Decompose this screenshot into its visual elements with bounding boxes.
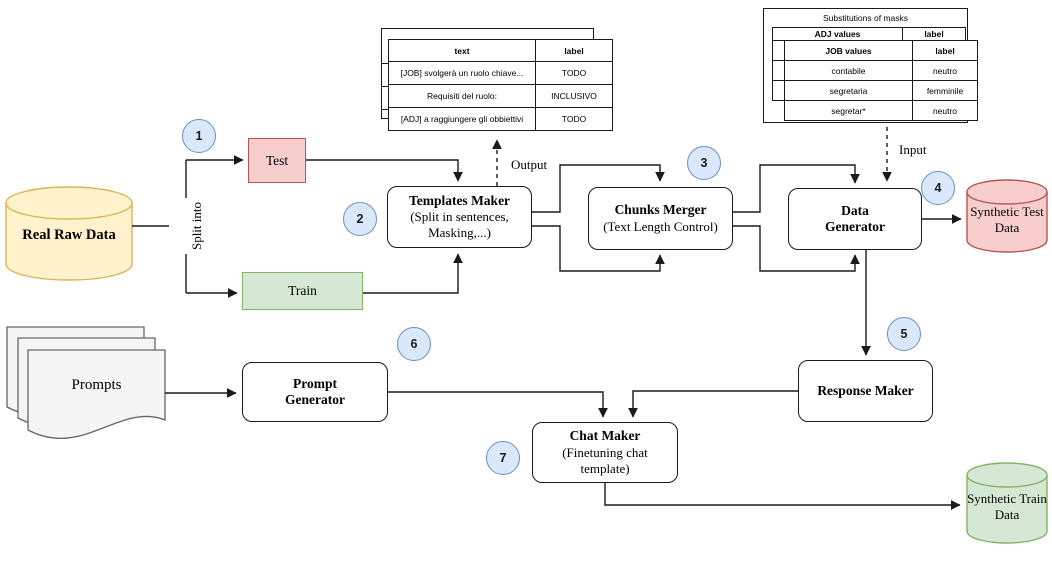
templates-preview-table: text label [JOB] svolgerà un ruolo chiav… xyxy=(388,39,613,131)
col-header-label: label xyxy=(902,27,966,41)
node-response-maker: Response Maker xyxy=(798,360,933,422)
node-subtitle: (Text Length Control) xyxy=(603,218,718,234)
node-title: Chunks Merger xyxy=(614,202,707,218)
step-circle-1: 1 xyxy=(182,119,216,153)
cell-label: TODO xyxy=(535,61,613,85)
substitutions-table: JOB values label contabile neutro segret… xyxy=(784,40,978,121)
substitutions-title: Substitutions of masks xyxy=(822,13,909,23)
node-title: Prompt Generator xyxy=(285,375,345,407)
prompts-label: Prompts xyxy=(71,376,122,393)
step-number: 5 xyxy=(900,327,908,341)
cell-text: [JOB] svolgerà un ruolo chiave... xyxy=(388,61,536,85)
cell-job: segretaria xyxy=(784,80,913,101)
node-test: Test xyxy=(248,138,306,183)
synthetic-train-data-cylinder-icon xyxy=(966,462,1048,544)
step-number: 1 xyxy=(195,129,203,143)
cell-label: TODO xyxy=(535,107,613,131)
cell-label: femminile xyxy=(912,80,978,101)
node-train-label: Train xyxy=(288,283,317,298)
split-into-edge-label: Split into xyxy=(169,198,225,254)
node-train: Train xyxy=(242,272,363,310)
step-circle-3: 3 xyxy=(687,146,721,180)
real-raw-data-cylinder-icon xyxy=(5,186,133,281)
node-title: Response Maker xyxy=(817,382,914,398)
edge-promptgen-chatmaker xyxy=(388,391,608,418)
node-subtitle: (Split in sentences, Masking,...) xyxy=(410,209,509,241)
edge-chunks-datagen-bottom xyxy=(733,225,860,272)
table-row: contabile neutro xyxy=(784,60,978,81)
node-templates-maker: Templates Maker (Split in sentences, Mas… xyxy=(387,186,532,248)
edge-chatmaker-synthtrain xyxy=(604,483,961,510)
table-row: [JOB] svolgerà un ruolo chiave... TODO xyxy=(388,61,613,85)
table-row: segretaria femminile xyxy=(784,80,978,101)
node-title: Data Generator xyxy=(825,202,885,234)
edge-templates-chunks-bottom xyxy=(532,225,665,272)
node-title: Chat Maker xyxy=(569,428,641,444)
step-number: 6 xyxy=(410,337,418,351)
col-header-text: text xyxy=(388,39,536,62)
step-circle-5: 5 xyxy=(887,317,921,351)
step-circle-4: 4 xyxy=(921,171,955,205)
node-chat-maker: Chat Maker (Finetuning chat template) xyxy=(532,422,678,483)
edge-test-templatesmaker xyxy=(306,159,463,182)
col-header-label: label xyxy=(912,40,978,61)
node-test-label: Test xyxy=(265,152,289,168)
cell-label: INCLUSIVO xyxy=(535,84,613,108)
output-edge-label: Output xyxy=(509,157,550,173)
connectors xyxy=(132,155,962,510)
node-data-generator: Data Generator xyxy=(788,188,922,250)
synthetic-train-data-label: Synthetic Train Data xyxy=(967,490,1047,522)
step-number: 2 xyxy=(356,212,364,226)
dashed-connectors xyxy=(492,127,892,186)
col-header-job-values: JOB values xyxy=(784,40,913,61)
node-chunks-merger: Chunks Merger (Text Length Control) xyxy=(588,187,733,250)
cell-text: Requisiti del ruolo: xyxy=(388,84,536,108)
col-header-label: label xyxy=(535,39,613,62)
cell-label: neutro xyxy=(912,100,978,121)
cell-text: [ADJ] a raggiungere gli obbiettivi xyxy=(388,107,536,131)
table-row: Requisiti del ruolo: INCLUSIVO xyxy=(388,84,613,108)
table-row: segretar* neutro xyxy=(784,100,978,121)
node-prompt-generator: Prompt Generator xyxy=(242,362,388,422)
synthetic-test-data-cylinder-icon xyxy=(966,179,1048,253)
input-edge-label: Input xyxy=(897,142,929,158)
edge-chunks-datagen-top xyxy=(733,164,860,213)
node-subtitle: (Finetuning chat template) xyxy=(562,444,648,476)
edge-templates-chunks-top xyxy=(532,164,665,213)
edge-responsemaker-chatmaker xyxy=(628,390,798,418)
edge-train-templatesmaker xyxy=(363,253,463,294)
real-raw-data-label: Real Raw Data xyxy=(22,227,116,244)
node-title: Templates Maker xyxy=(408,192,511,208)
cell-job: segretar* xyxy=(784,100,913,121)
step-number: 4 xyxy=(934,181,942,195)
col-header-adj-values: ADJ values xyxy=(772,27,903,41)
step-number: 7 xyxy=(499,451,507,465)
step-circle-2: 2 xyxy=(343,202,377,236)
cell-job: contabile xyxy=(784,60,913,81)
synthetic-test-data-label: Synthetic Test Data xyxy=(970,203,1044,235)
step-number: 3 xyxy=(700,156,708,170)
cell-label: neutro xyxy=(912,60,978,81)
step-circle-7: 7 xyxy=(486,441,520,475)
step-circle-6: 6 xyxy=(397,327,431,361)
table-row: [ADJ] a raggiungere gli obbiettivi TODO xyxy=(388,107,613,131)
prompts-document-stack-icon xyxy=(6,326,166,440)
